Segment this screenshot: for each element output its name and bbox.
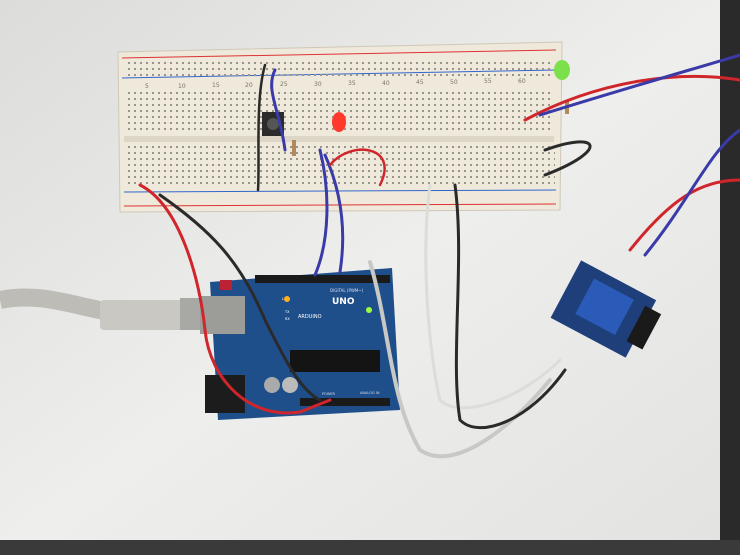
capacitor bbox=[282, 377, 298, 393]
resistor bbox=[292, 140, 296, 156]
on-led bbox=[366, 307, 372, 313]
digital-header bbox=[255, 275, 390, 283]
blue-wire bbox=[313, 148, 329, 277]
column-number: 15 bbox=[212, 82, 220, 89]
black-wire bbox=[543, 140, 592, 177]
terminal-strip-bottom bbox=[125, 146, 555, 186]
red-wire bbox=[328, 148, 386, 187]
red-wire bbox=[523, 74, 740, 122]
black-wire bbox=[256, 63, 267, 192]
digital-label: DIGITAL (PWM~) bbox=[330, 288, 364, 293]
white-wire bbox=[424, 183, 562, 410]
arduino-uno-board: UNO ARDUINO DIGITAL (PWM~) POWER ANALOG … bbox=[200, 268, 400, 420]
capacitor bbox=[264, 377, 280, 393]
column-number: 50 bbox=[450, 79, 458, 86]
reset-button[interactable] bbox=[220, 280, 232, 290]
rx-label: RX bbox=[285, 317, 290, 321]
column-number: 60 bbox=[518, 78, 526, 85]
column-number: 25 bbox=[280, 81, 288, 88]
red-wire bbox=[138, 183, 332, 415]
column-number: 55 bbox=[484, 78, 492, 85]
usb-jack bbox=[200, 296, 245, 334]
atmega-chip bbox=[290, 350, 380, 372]
tx-label: TX bbox=[284, 310, 290, 314]
gray-wire bbox=[368, 260, 552, 459]
l-led bbox=[284, 296, 290, 302]
brand-label: ARDUINO bbox=[298, 314, 322, 320]
column-number: 30 bbox=[314, 81, 322, 88]
black-wire bbox=[453, 183, 567, 430]
column-number: 5 bbox=[145, 83, 149, 90]
relay-module bbox=[550, 260, 662, 358]
blue-wire bbox=[323, 153, 345, 274]
table-edge-bottom bbox=[0, 540, 740, 555]
column-number: 45 bbox=[416, 79, 424, 86]
power-label: POWER bbox=[322, 392, 336, 396]
center-channel bbox=[124, 136, 554, 142]
table-edge bbox=[720, 0, 740, 555]
analog-label: ANALOG IN bbox=[360, 391, 380, 395]
power-analog-header bbox=[300, 398, 390, 406]
column-number: 40 bbox=[382, 80, 390, 87]
power-rail-top bbox=[128, 62, 553, 76]
column-number: 20 bbox=[245, 82, 253, 89]
black-wire bbox=[158, 193, 322, 402]
column-number: 10 bbox=[178, 83, 186, 90]
red-led bbox=[332, 112, 346, 132]
blue-wire bbox=[538, 53, 740, 117]
wires bbox=[138, 53, 740, 459]
column-number: 35 bbox=[348, 80, 356, 87]
green-led bbox=[554, 60, 570, 80]
l-label: L bbox=[282, 297, 284, 301]
model-label: UNO bbox=[332, 297, 355, 307]
red-wire bbox=[628, 178, 740, 252]
blue-wire bbox=[643, 128, 740, 257]
push-button-cap bbox=[267, 118, 279, 130]
blue-wire bbox=[270, 68, 287, 152]
